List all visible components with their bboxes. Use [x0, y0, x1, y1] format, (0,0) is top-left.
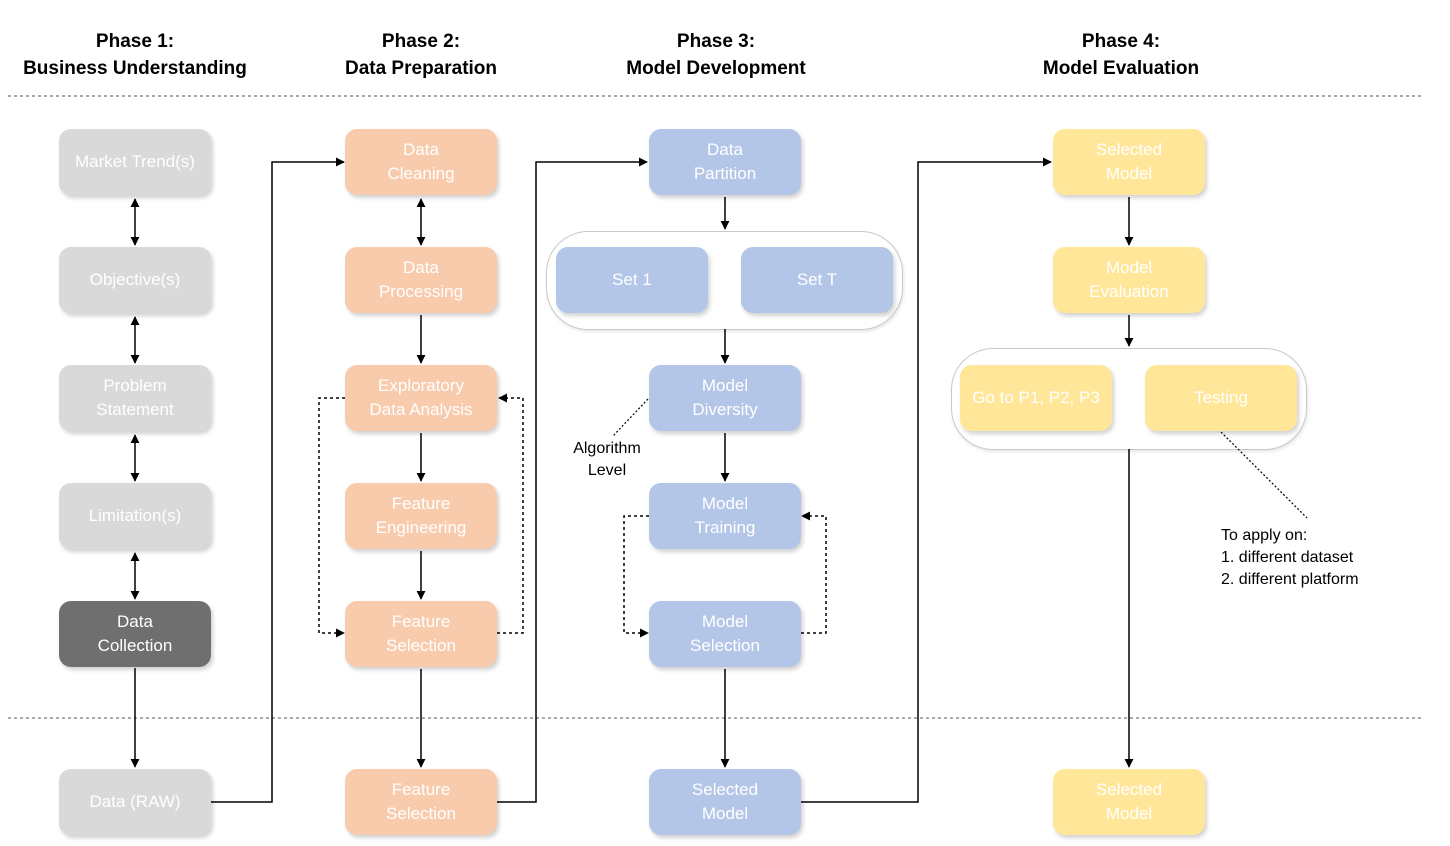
- phase-2-number: Phase 2:: [381, 31, 461, 52]
- data-collection-label-1: Data: [117, 612, 153, 631]
- set-t-node: Set T: [741, 247, 893, 313]
- eda-node: Exploratory Data Analysis: [345, 365, 497, 431]
- data-raw-label: Data (RAW): [89, 792, 181, 811]
- data-cleaning-label-1: Data: [403, 140, 439, 159]
- data-partition-label-1: Data: [707, 140, 743, 159]
- limitations-label: Limitation(s): [88, 506, 182, 525]
- feature-selection-node: Feature Selection: [345, 601, 497, 667]
- feature-selection-output-node: Feature Selection: [345, 769, 497, 835]
- data-cleaning-label-2: Cleaning: [387, 164, 455, 183]
- p2-loop-left: [318, 397, 345, 638]
- eda-label-1: Exploratory: [378, 376, 464, 395]
- problem-statement-label-2: Statement: [96, 400, 174, 419]
- apply-on-note: To apply on: 1. different dataset 2. dif…: [1221, 525, 1359, 591]
- p2-to-p3-arrow: [497, 157, 648, 803]
- p3-loop-left: [623, 515, 649, 638]
- testing-note-leader: [1220, 431, 1308, 519]
- model-training-label-2: Training: [694, 518, 756, 537]
- apply-on-line-2: 1. different dataset: [1221, 549, 1354, 566]
- feature-engineering-label-1: Feature: [391, 494, 451, 513]
- model-training-label-1: Model: [701, 494, 749, 513]
- data-processing-label-1: Data: [403, 258, 439, 277]
- feature-selection-output-label-2: Selection: [386, 804, 456, 823]
- model-diversity-label-1: Model: [701, 376, 749, 395]
- limitations-node: Limitation(s): [59, 483, 211, 549]
- model-evaluation-label-1: Model: [1105, 258, 1153, 277]
- data-collection-node: Data Collection: [59, 601, 211, 667]
- selected-model-p4-output-node: Selected Model: [1053, 769, 1205, 835]
- selected-model-p4-label-2: Model: [1105, 804, 1153, 823]
- problem-statement-node: Problem Statement: [59, 365, 211, 431]
- model-selection-label-2: Selection: [690, 636, 760, 655]
- model-training-node: Model Training: [649, 483, 801, 549]
- phase-2-title: Phase 2: Data Preparation: [271, 28, 571, 82]
- feature-selection-label-2: Selection: [386, 636, 456, 655]
- market-trends-node: Market Trend(s): [59, 129, 211, 195]
- selected-model-p3-label-1: Selected: [691, 780, 759, 799]
- phase-4-name: Model Evaluation: [1042, 58, 1200, 79]
- selected-model-p3-label-2: Model: [701, 804, 749, 823]
- problem-statement-label-1: Problem: [103, 376, 167, 395]
- phase-4-number: Phase 4:: [1081, 31, 1161, 52]
- phase-3-name: Model Development: [626, 58, 806, 79]
- p1-to-p2-arrow: [211, 157, 345, 803]
- data-processing-label-2: Processing: [378, 282, 464, 301]
- phase-2-name: Data Preparation: [344, 58, 498, 79]
- testing-label: Testing: [1194, 388, 1248, 407]
- model-evaluation-node: Model Evaluation: [1053, 247, 1205, 313]
- market-trends-label: Market Trend(s): [75, 152, 195, 171]
- data-cleaning-node: Data Cleaning: [345, 129, 497, 195]
- phase-3-title: Phase 3: Model Development: [566, 28, 866, 82]
- eda-label-2: Data Analysis: [369, 400, 473, 419]
- phase-1-number: Phase 1:: [95, 31, 175, 52]
- data-partition-label-2: Partition: [693, 164, 757, 183]
- data-raw-output-node: Data (RAW): [59, 769, 211, 835]
- algorithm-level-leader: [612, 398, 649, 437]
- feature-engineering-node: Feature Engineering: [345, 483, 497, 549]
- phase-1-title: Phase 1: Business Understanding: [0, 28, 285, 82]
- model-selection-node: Model Selection: [649, 601, 801, 667]
- p3-loop-right: [801, 511, 827, 634]
- model-evaluation-label-2: Evaluation: [1089, 282, 1169, 301]
- p2-loop-right: [497, 393, 524, 634]
- feature-selection-label-1: Feature: [391, 612, 451, 631]
- selected-model-p4-label-1: Selected: [1095, 780, 1163, 799]
- algorithm-level-line-1: Algorithm: [573, 440, 641, 457]
- model-diversity-label-2: Diversity: [692, 400, 758, 419]
- go-to-phases-label: Go to P1, P2, P3: [972, 388, 1100, 407]
- set-1-label: Set 1: [612, 270, 652, 289]
- data-processing-node: Data Processing: [345, 247, 497, 313]
- objectives-label: Objective(s): [89, 270, 181, 289]
- apply-on-line-1: To apply on:: [1221, 527, 1308, 544]
- testing-node: Testing: [1145, 365, 1297, 431]
- go-to-phases-node: Go to P1, P2, P3: [960, 365, 1112, 431]
- selected-model-p3-output-node: Selected Model: [649, 769, 801, 835]
- phase-4-title: Phase 4: Model Evaluation: [971, 28, 1271, 82]
- selected-model-node: Selected Model: [1053, 129, 1205, 195]
- model-diversity-node: Model Diversity: [649, 365, 801, 431]
- phase-3-number: Phase 3:: [676, 31, 756, 52]
- p3-to-p4-arrow: [801, 157, 1052, 803]
- selected-model-label-1: Selected: [1095, 140, 1163, 159]
- feature-selection-output-label-1: Feature: [391, 780, 451, 799]
- algorithm-level-line-2: Level: [587, 462, 627, 479]
- data-collection-label-2: Collection: [97, 636, 173, 655]
- phase-1-name: Business Understanding: [23, 58, 247, 79]
- set-1-node: Set 1: [556, 247, 708, 313]
- apply-on-line-3: 2. different platform: [1221, 571, 1359, 588]
- feature-engineering-label-2: Engineering: [375, 518, 467, 537]
- selected-model-label-2: Model: [1105, 164, 1153, 183]
- model-selection-label-1: Model: [701, 612, 749, 631]
- algorithm-level-note: Algorithm Level: [567, 438, 647, 482]
- set-t-label: Set T: [796, 270, 838, 289]
- objectives-node: Objective(s): [59, 247, 211, 313]
- data-partition-node: Data Partition: [649, 129, 801, 195]
